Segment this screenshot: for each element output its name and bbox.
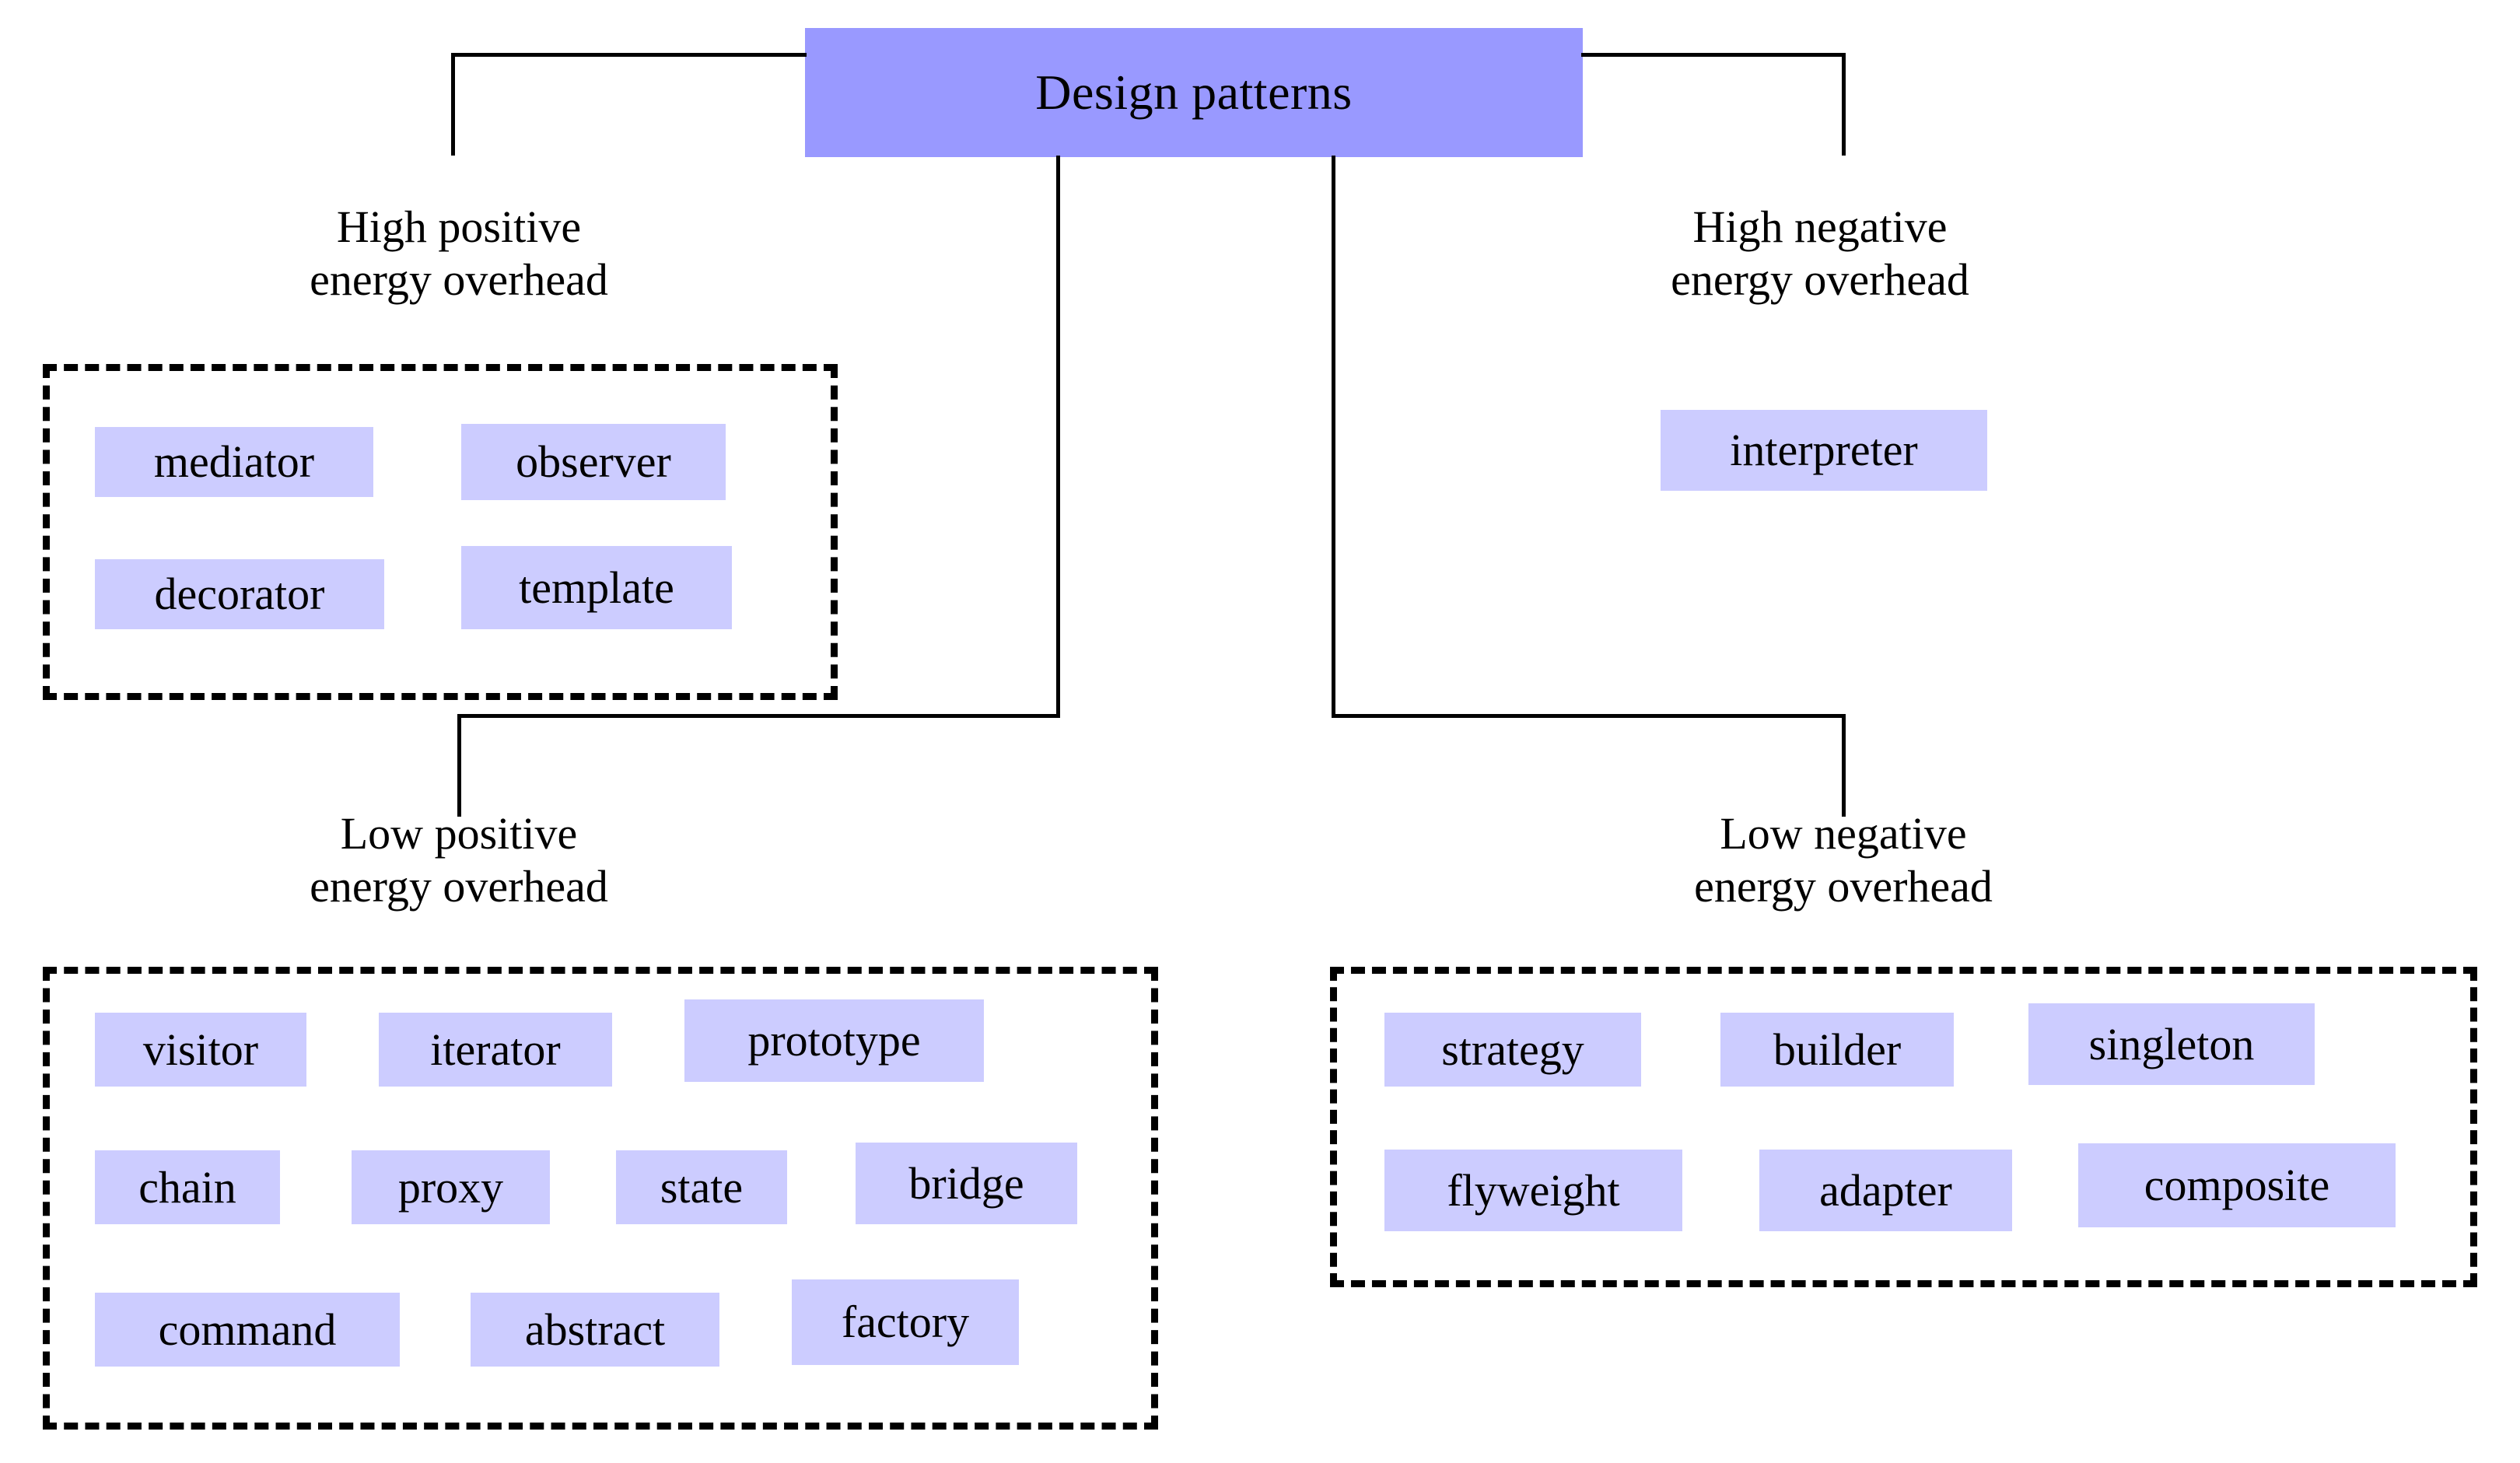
connector-high-positive-horizontal bbox=[451, 53, 807, 57]
pattern-chip-abstract[interactable]: abstract bbox=[471, 1293, 719, 1367]
pattern-chip-state[interactable]: state bbox=[616, 1150, 787, 1224]
connector-high-negative-vertical bbox=[1842, 53, 1846, 156]
connector-low-positive-vertical bbox=[457, 714, 461, 817]
pattern-chip-interpreter[interactable]: interpreter bbox=[1661, 410, 1987, 491]
group-container-high-positive bbox=[43, 364, 838, 700]
pattern-chip-decorator[interactable]: decorator bbox=[95, 559, 384, 629]
group-title-high-negative: High negative energy overhead bbox=[1671, 201, 1969, 306]
connector-low-negative-vertical bbox=[1842, 714, 1846, 817]
group-title-high-positive: High positive energy overhead bbox=[310, 201, 608, 306]
group-title-low-positive: Low positive energy overhead bbox=[310, 808, 608, 912]
pattern-chip-singleton[interactable]: singleton bbox=[2028, 1003, 2315, 1085]
root-node-design-patterns[interactable]: Design patterns bbox=[805, 28, 1583, 157]
root-node-label: Design patterns bbox=[1035, 65, 1353, 120]
connector-low-positive-horizontal bbox=[457, 714, 1060, 718]
pattern-chip-chain[interactable]: chain bbox=[95, 1150, 280, 1224]
pattern-chip-strategy[interactable]: strategy bbox=[1384, 1013, 1641, 1087]
pattern-chip-visitor[interactable]: visitor bbox=[95, 1013, 306, 1087]
pattern-chip-mediator[interactable]: mediator bbox=[95, 427, 373, 497]
connector-high-negative-horizontal bbox=[1581, 53, 1846, 57]
group-title-low-negative: Low negative energy overhead bbox=[1694, 808, 1993, 912]
pattern-chip-prototype[interactable]: prototype bbox=[684, 999, 984, 1082]
connector-high-positive-vertical bbox=[451, 53, 455, 156]
group-container-low-negative bbox=[1330, 967, 2477, 1287]
connector-low-negative-horizontal bbox=[1332, 714, 1846, 718]
pattern-chip-flyweight[interactable]: flyweight bbox=[1384, 1150, 1682, 1231]
pattern-chip-factory[interactable]: factory bbox=[792, 1279, 1019, 1365]
pattern-chip-bridge[interactable]: bridge bbox=[856, 1143, 1077, 1224]
pattern-chip-observer[interactable]: observer bbox=[461, 424, 726, 500]
connector-low-positive-drop bbox=[1056, 156, 1060, 717]
pattern-chip-adapter[interactable]: adapter bbox=[1759, 1150, 2012, 1231]
pattern-chip-template[interactable]: template bbox=[461, 546, 732, 629]
group-container-low-positive bbox=[43, 967, 1158, 1430]
pattern-chip-composite[interactable]: composite bbox=[2078, 1143, 2396, 1227]
connector-low-negative-drop bbox=[1332, 156, 1335, 717]
pattern-chip-proxy[interactable]: proxy bbox=[352, 1150, 550, 1224]
pattern-chip-builder[interactable]: builder bbox=[1720, 1013, 1954, 1087]
pattern-chip-iterator[interactable]: iterator bbox=[379, 1013, 612, 1087]
pattern-chip-command[interactable]: command bbox=[95, 1293, 400, 1367]
